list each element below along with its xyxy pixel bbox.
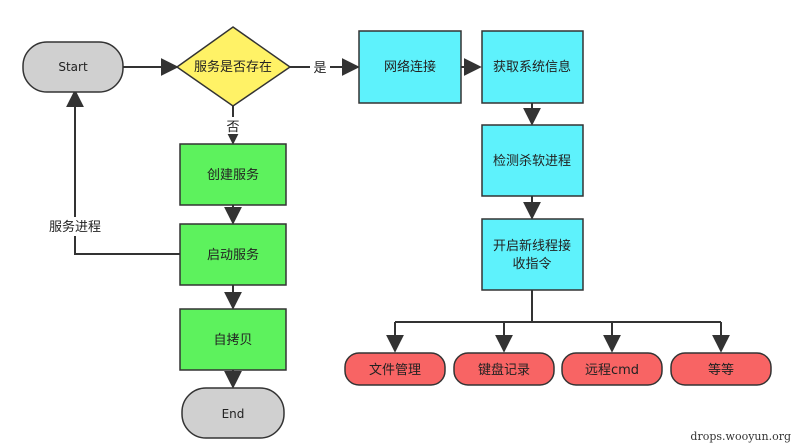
- edge-label-loop: 服务进程: [49, 219, 101, 235]
- loop-label-bg: [44, 217, 106, 236]
- node-keylog: 键盘记录: [453, 352, 555, 386]
- edge-label-yes: 是: [313, 61, 326, 76]
- watermark: drops.wooyun.org: [690, 430, 791, 443]
- node-start: Start: [22, 41, 124, 93]
- create-label: 创建服务: [207, 167, 259, 183]
- node-filemgr: 文件管理: [344, 352, 446, 386]
- node-remotecmd: 远程cmd: [561, 352, 663, 386]
- node-network: 网络连接: [358, 30, 462, 104]
- sysinfo-label: 获取系统信息: [493, 59, 571, 75]
- connectors: [66, 58, 730, 389]
- detect-label: 检测杀软进程: [493, 154, 571, 169]
- edge-startsvc-loop-to-start: [66, 89, 180, 255]
- node-end: End: [181, 387, 285, 439]
- start-label: Start: [58, 60, 88, 74]
- yes-label-bg: [310, 58, 330, 75]
- edge-label-no: 否: [226, 120, 239, 135]
- thread-label-line1: 开启新线程接: [493, 238, 571, 254]
- node-selfcopy: 自拷贝: [179, 308, 287, 371]
- end-label: End: [222, 407, 245, 421]
- node-thread: 开启新线程接 收指令: [481, 218, 584, 291]
- filemgr-label: 文件管理: [369, 363, 421, 378]
- node-startsvc: 启动服务: [179, 223, 287, 286]
- thread-label-line2: 收指令: [512, 257, 551, 272]
- node-sysinfo: 获取系统信息: [481, 30, 584, 104]
- node-create: 创建服务: [179, 143, 287, 206]
- keylog-label: 键盘记录: [478, 362, 530, 378]
- selfcopy-label: 自拷贝: [213, 333, 252, 348]
- remotecmd-label: 远程cmd: [585, 363, 639, 378]
- startsvc-label: 启动服务: [207, 247, 259, 263]
- no-label-bg: [223, 117, 243, 134]
- decision-label: 服务是否存在: [194, 59, 272, 75]
- node-detect: 检测杀软进程: [481, 124, 584, 197]
- network-label: 网络连接: [384, 59, 436, 75]
- etc-label: 等等: [708, 362, 734, 378]
- node-decision: 服务是否存在: [175, 26, 292, 107]
- node-etc: 等等: [670, 352, 772, 386]
